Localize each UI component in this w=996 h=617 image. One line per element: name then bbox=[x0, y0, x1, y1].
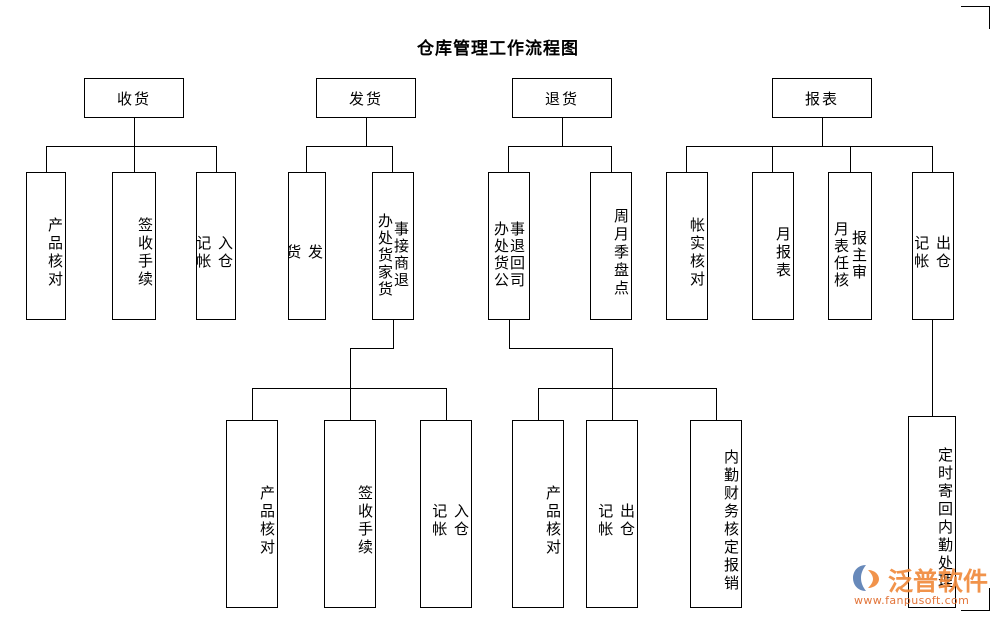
connector-returns-bus bbox=[508, 146, 612, 147]
node-returns-stocktake[interactable]: 周月季盘点 bbox=[590, 172, 632, 320]
node-reports-outbound-record[interactable]: 出仓 记帐 bbox=[912, 172, 954, 320]
connector-shipping-bus bbox=[306, 146, 392, 147]
node-reports-ledger-reconcile[interactable]: 帐实核对 bbox=[666, 172, 708, 320]
node-returns-to-branch-office[interactable]: 事退回司 办处货公 bbox=[488, 172, 530, 320]
node-reports-monthly-report[interactable]: 月报表 bbox=[752, 172, 794, 320]
connector-reports-drop-1 bbox=[686, 146, 687, 172]
connector-reports-drop-3 bbox=[850, 146, 851, 172]
page-title: 仓库管理工作流程图 bbox=[417, 39, 579, 59]
connector-shipping-drop-1 bbox=[306, 146, 307, 172]
node-returns-sub-outbound-record[interactable]: 出仓 记帐 bbox=[586, 420, 638, 608]
connector-shipping-sub-drop-2 bbox=[350, 388, 351, 420]
connector-returns-drop-2 bbox=[611, 146, 612, 172]
node-header-receiving[interactable]: 收货 bbox=[84, 78, 184, 118]
connector-receiving-drop-1 bbox=[46, 146, 47, 172]
node-returns-to-branch-office-col-left: 办处货公 bbox=[492, 221, 510, 289]
node-shipping-sub-product-check[interactable]: 产品核对 bbox=[226, 420, 278, 608]
page-corner-mark-top-right bbox=[961, 6, 990, 29]
node-header-returns[interactable]: 退货 bbox=[512, 78, 612, 118]
connector-shipping-sub-drop-3 bbox=[446, 388, 447, 420]
node-header-shipping[interactable]: 发货 bbox=[316, 78, 416, 118]
node-returns-sub-finance-reimbursement[interactable]: 内勤财务核定报销 bbox=[690, 420, 742, 608]
connector-returns-stem bbox=[562, 118, 563, 146]
node-shipping-dispatch[interactable]: 发 货 bbox=[288, 172, 326, 320]
connector-returns-sub-drop-2 bbox=[612, 388, 613, 420]
connector-reports-drop-2 bbox=[772, 146, 773, 172]
connector-shipping-sub-jog bbox=[350, 348, 394, 349]
connector-reports-stem bbox=[822, 118, 823, 146]
connector-returns-sub-riser bbox=[612, 348, 613, 388]
node-header-reports[interactable]: 报表 bbox=[772, 78, 872, 118]
connector-receiving-drop-2 bbox=[134, 146, 135, 172]
connector-returns-sub-stem bbox=[509, 320, 510, 348]
connector-receiving-stem bbox=[134, 118, 135, 146]
node-reports-director-approval-col-right: 报主审 bbox=[850, 229, 868, 281]
connector-returns-sub-bus bbox=[538, 388, 716, 389]
connector-reports-bus bbox=[686, 146, 932, 147]
connector-returns-sub-drop-3 bbox=[716, 388, 717, 420]
node-reports-mail-back-to-office[interactable]: 定时寄回内勤处理 bbox=[908, 416, 956, 608]
connector-shipping-stem bbox=[366, 118, 367, 146]
connector-returns-drop-1 bbox=[508, 146, 509, 172]
node-reports-director-approval-col-left: 月表任核 bbox=[832, 221, 850, 289]
connector-reports-drop-4 bbox=[932, 146, 933, 172]
connector-shipping-sub-bus bbox=[252, 388, 446, 389]
connector-reports-sub-stem bbox=[932, 320, 933, 416]
connector-shipping-sub-drop-1 bbox=[252, 388, 253, 420]
connector-shipping-sub-stem bbox=[393, 320, 394, 348]
connector-receiving-bus bbox=[46, 146, 216, 147]
node-returns-sub-product-check[interactable]: 产品核对 bbox=[512, 420, 564, 608]
node-shipping-sub-inbound-record[interactable]: 入仓 记帐 bbox=[420, 420, 472, 608]
node-shipping-merchant-return-col-right: 事接商退 bbox=[392, 221, 410, 289]
connector-shipping-drop-2 bbox=[392, 146, 393, 172]
node-shipping-merchant-return[interactable]: 事接商退 办处货家货 bbox=[372, 172, 414, 320]
node-receiving-signoff[interactable]: 签收手续 bbox=[112, 172, 156, 320]
node-receiving-product-check[interactable]: 产品核对 bbox=[26, 172, 66, 320]
node-shipping-sub-signoff[interactable]: 签收手续 bbox=[324, 420, 376, 608]
connector-receiving-drop-3 bbox=[216, 146, 217, 172]
connector-shipping-sub-riser bbox=[350, 348, 351, 388]
node-shipping-merchant-return-col-left: 办处货家货 bbox=[376, 212, 394, 298]
page-corner-mark-bottom-right bbox=[961, 588, 990, 611]
connector-returns-sub-drop-1 bbox=[538, 388, 539, 420]
node-reports-director-approval[interactable]: 报主审 月表任核 bbox=[828, 172, 872, 320]
node-receiving-inbound-record[interactable]: 入仓 记帐 bbox=[196, 172, 236, 320]
connector-returns-sub-jog bbox=[509, 348, 613, 349]
fanpu-logo-icon bbox=[853, 565, 879, 591]
node-returns-to-branch-office-col-right: 事退回司 bbox=[508, 221, 526, 289]
